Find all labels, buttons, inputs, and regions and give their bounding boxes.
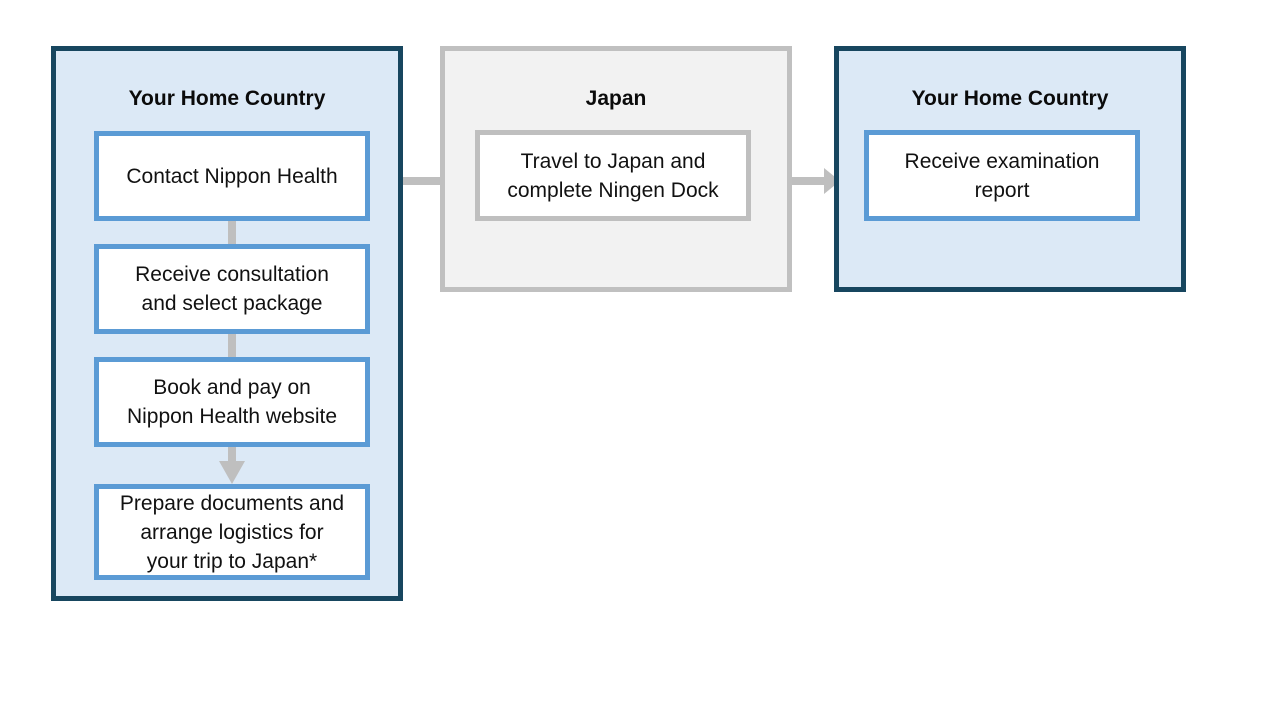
step-receive-report: Receive examination report	[864, 130, 1140, 221]
connector-book-prepare	[228, 445, 236, 463]
arrowhead-to-home-right	[824, 168, 840, 194]
step-contact-nippon-health: Contact Nippon Health	[94, 131, 370, 221]
connector-consult-book	[228, 332, 236, 358]
lane-title: Japan	[585, 87, 647, 110]
lane-title: Your Home Country	[911, 87, 1109, 110]
step-prepare-documents: Prepare documents and arrange logistics …	[94, 484, 370, 580]
step-travel-to-japan: Travel to Japan and complete Ningen Dock	[475, 130, 751, 221]
connector-home-to-japan	[400, 177, 444, 185]
step-receive-consultation: Receive consultation and select package	[94, 244, 370, 334]
step-book-and-pay: Book and pay on Nippon Health website	[94, 357, 370, 447]
arrowhead-down-prepare	[219, 461, 245, 484]
lane-title: Your Home Country	[128, 87, 326, 110]
connector-contact-consult	[228, 219, 236, 245]
connector-japan-to-home	[788, 177, 826, 185]
